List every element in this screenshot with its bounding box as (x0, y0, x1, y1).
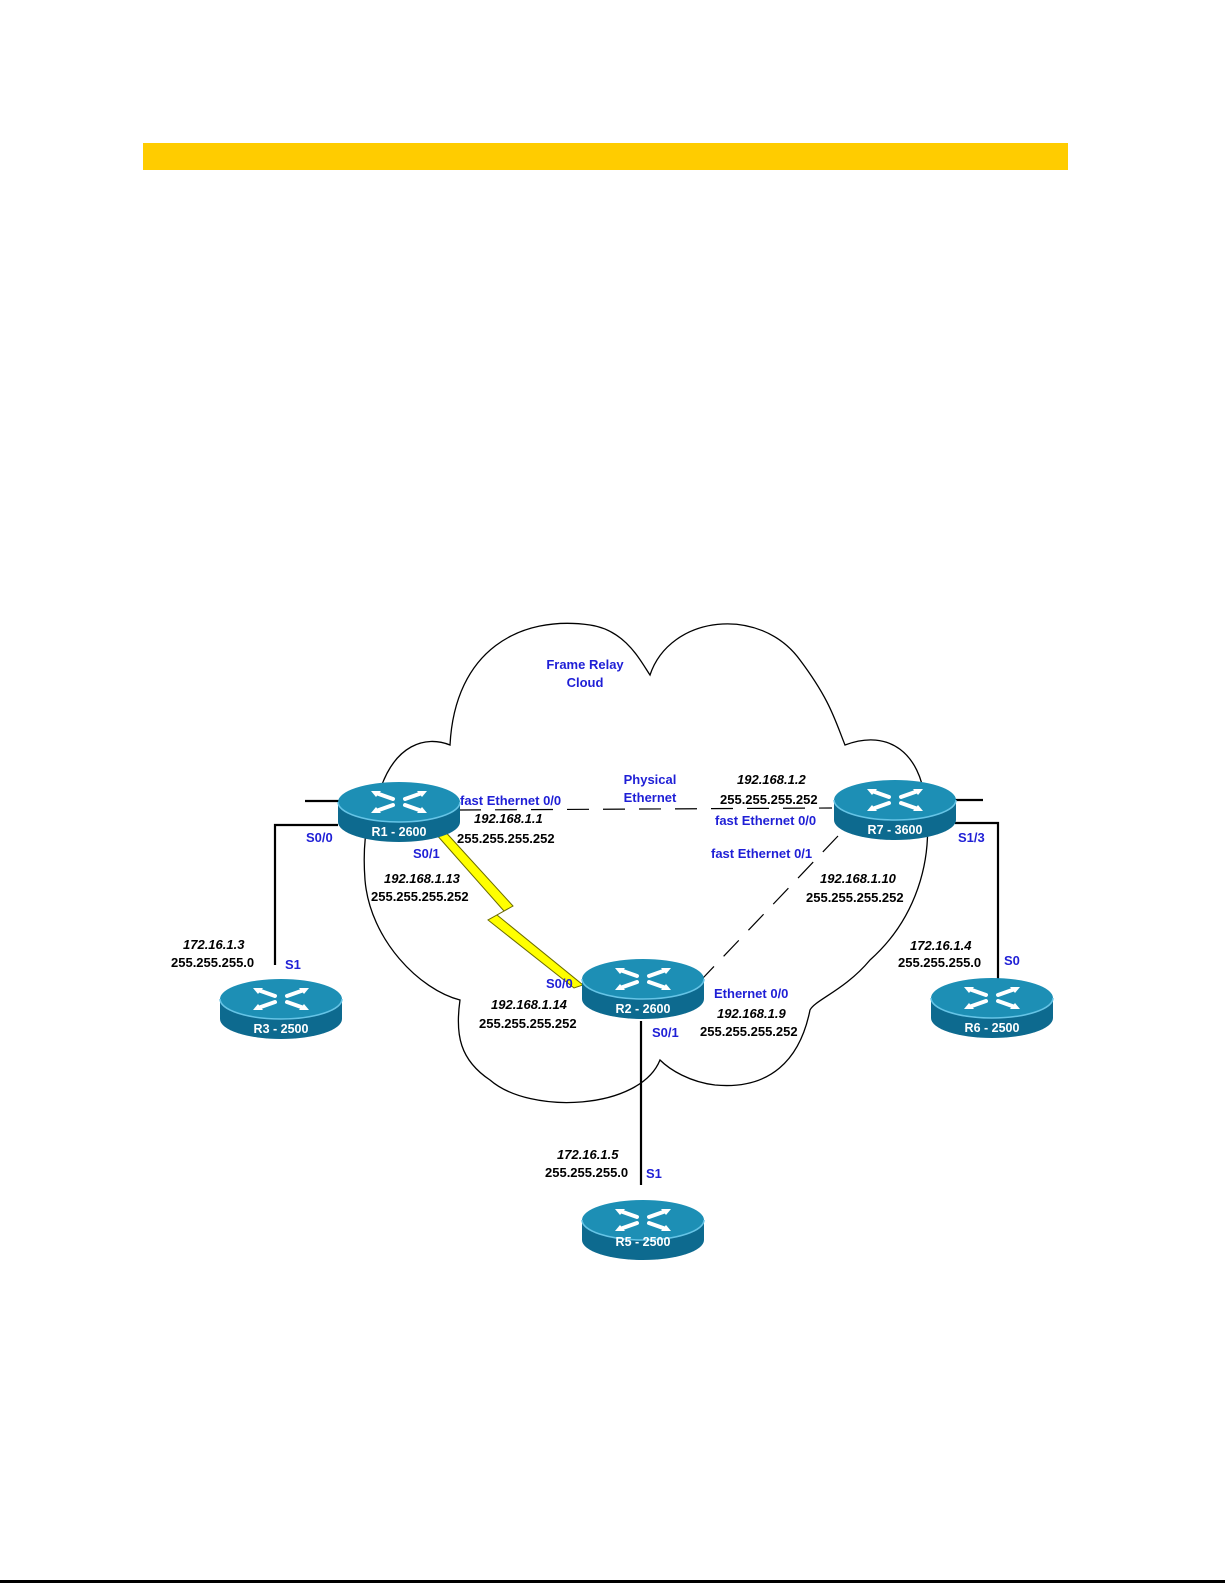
r2-e00-ip: 192.168.1.9 (717, 1006, 786, 1021)
router-r7[interactable]: R7 - 3600 (832, 778, 958, 842)
r1-s01-label: S0/1 (413, 846, 440, 861)
r3-mask: 255.255.255.0 (171, 955, 254, 970)
r2-e00-label: Ethernet 0/0 (714, 986, 788, 1001)
router-r2-label: R2 - 2600 (616, 1002, 671, 1016)
serial-link-r7-r6 (955, 821, 1000, 982)
r7-fe01-label: fast Ethernet 0/1 (711, 846, 812, 861)
r7-fe01-mask: 255.255.255.252 (806, 890, 904, 905)
r2-s00-mask: 255.255.255.252 (479, 1016, 577, 1031)
r7-fe01-ip: 192.168.1.10 (820, 871, 897, 886)
ethernet-link-r7-r2 (702, 835, 839, 979)
router-r5[interactable]: R5 - 2500 (580, 1198, 706, 1262)
r7-s13-label: S1/3 (958, 830, 985, 845)
router-r3[interactable]: R3 - 2500 (218, 977, 344, 1041)
ethernet-link-r1-r7 (458, 807, 833, 811)
r2-s01-label: S0/1 (652, 1025, 679, 1040)
r1-fe00-label: fast Ethernet 0/0 (460, 793, 561, 808)
router-r1-label: R1 - 2600 (372, 825, 427, 839)
r7-fe00-label: fast Ethernet 0/0 (715, 813, 816, 828)
r1-fe00-ip: 192.168.1.1 (474, 811, 543, 826)
r6-ip: 172.16.1.4 (910, 938, 972, 953)
r2-s00-ip: 192.168.1.14 (491, 997, 568, 1012)
r1-s00-label: S0/0 (306, 830, 333, 845)
router-r1[interactable]: R1 - 2600 (336, 780, 462, 844)
router-r2[interactable]: R2 - 2600 (580, 957, 706, 1021)
bottom-rule (0, 1580, 1225, 1583)
router-r7-label: R7 - 3600 (868, 823, 923, 837)
router-r6-label: R6 - 2500 (965, 1021, 1020, 1035)
physical-ethernet-line1: Physical (624, 772, 677, 787)
r6-s0-label: S0 (1004, 953, 1020, 968)
r7-fe00-ip: 192.168.1.2 (737, 772, 806, 787)
router-r5-label: R5 - 2500 (616, 1235, 671, 1249)
frame-relay-cloud (363, 622, 929, 1104)
r3-s1-label: S1 (285, 957, 301, 972)
r3-ip: 172.16.1.3 (183, 937, 245, 952)
r1-s01-mask: 255.255.255.252 (371, 889, 469, 904)
cloud-title-line1: Frame Relay (546, 657, 624, 672)
router-r6[interactable]: R6 - 2500 (929, 976, 1055, 1040)
r2-s00-label: S0/0 (546, 976, 573, 991)
lightning-serial-link-r1-r2 (434, 826, 585, 989)
r1-fe00-mask: 255.255.255.252 (457, 831, 555, 846)
r2-e00-mask: 255.255.255.252 (700, 1024, 798, 1039)
physical-ethernet-line2: Ethernet (624, 790, 677, 805)
router-r3-label: R3 - 2500 (254, 1022, 309, 1036)
serial-link-r1-r3 (273, 823, 338, 965)
cloud-title-line2: Cloud (567, 675, 604, 690)
r5-mask: 255.255.255.0 (545, 1165, 628, 1180)
yellow-banner (143, 143, 1068, 170)
r5-ip: 172.16.1.5 (557, 1147, 619, 1162)
r6-mask: 255.255.255.0 (898, 955, 981, 970)
r7-fe00-mask: 255.255.255.252 (720, 792, 818, 807)
r5-s1-label: S1 (646, 1166, 662, 1181)
r1-s01-ip: 192.168.1.13 (384, 871, 461, 886)
router-icon (580, 1198, 706, 1262)
